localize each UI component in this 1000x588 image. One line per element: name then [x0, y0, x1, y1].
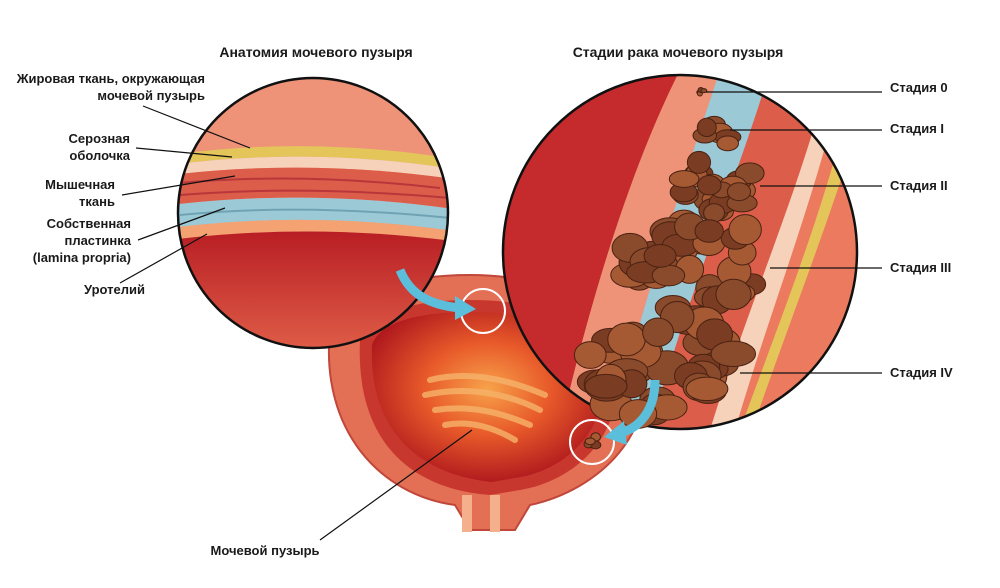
- stages-title: Стадии рака мочевого пузыря: [573, 44, 784, 60]
- label-stage-1: Стадия I: [890, 121, 944, 136]
- label-bladder: Мочевой пузырь: [211, 543, 320, 558]
- label-lamina-2: пластинка: [64, 233, 131, 248]
- highlight-tumor-circle: [569, 419, 615, 465]
- stages-circle: [501, 73, 859, 431]
- tumor-stage-5: [583, 432, 602, 450]
- label-urothelium: Уротелий: [84, 282, 145, 297]
- label-stage-2: Стадия II: [890, 178, 948, 193]
- tumor-stage-0: [696, 87, 708, 97]
- tumor-stage-3: [610, 209, 767, 321]
- label-fat: Жировая ткань, окружающая: [16, 71, 205, 86]
- tumor-growths: [573, 87, 767, 450]
- arrow-to-anatomy-icon: [395, 268, 461, 313]
- label-stage-0: Стадия 0: [890, 80, 948, 95]
- anatomy-title: Анатомия мочевого пузыря: [219, 44, 412, 60]
- label-muscle: Мышечная: [45, 177, 115, 192]
- anatomy-circle: [176, 76, 450, 350]
- label-lamina-3: (lamina propria): [33, 250, 131, 265]
- tumor-stage-2: [668, 150, 765, 223]
- label-serosa-2: оболочка: [69, 148, 130, 163]
- label-lamina: Собственная: [47, 216, 131, 231]
- label-stage-3: Стадия III: [890, 260, 951, 275]
- arrow-to-stages-icon: [618, 379, 660, 438]
- label-fat-2: мочевой пузырь: [97, 88, 205, 103]
- label-serosa: Серозная: [69, 131, 130, 146]
- tumor-stage-1: [692, 115, 742, 152]
- label-muscle-2: ткань: [79, 194, 115, 209]
- label-stage-4: Стадия IV: [890, 365, 953, 380]
